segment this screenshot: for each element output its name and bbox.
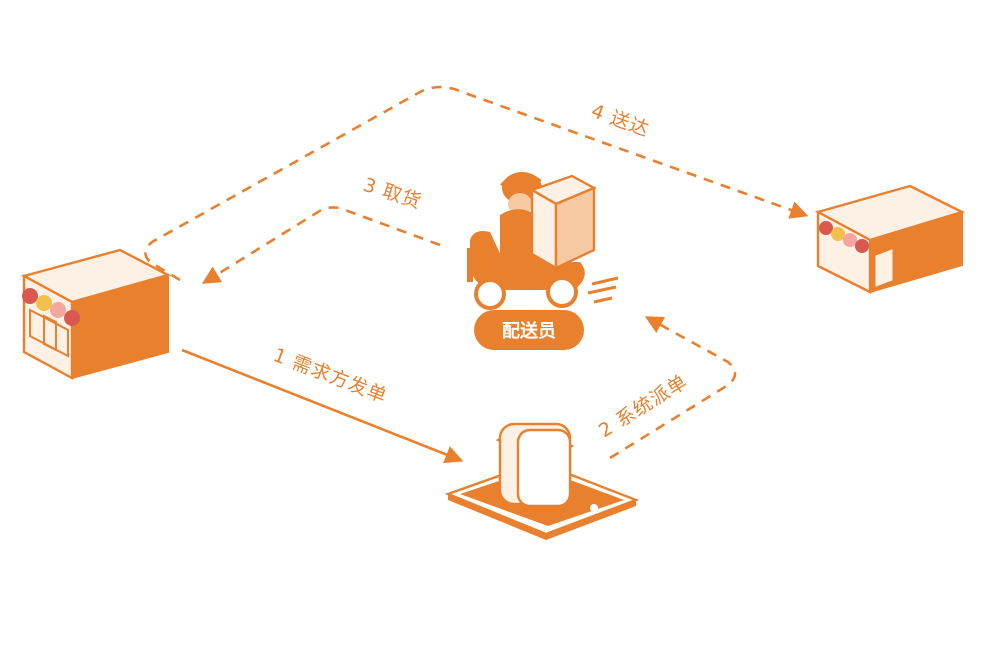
- right-shop-icon: [814, 184, 966, 294]
- courier-badge-label: 配送员: [502, 320, 556, 342]
- route-2-dispatch: [609, 316, 737, 460]
- smartphone-app-icon: [444, 422, 640, 540]
- route-3-pickup: [201, 206, 441, 284]
- route-1-place-order: [181, 348, 464, 464]
- step-1-label: 1 需求方发单: [270, 344, 390, 408]
- step-2-label: 2 系统派单: [595, 371, 692, 443]
- courier-badge: 配送员: [474, 310, 584, 350]
- left-shop-icon: [20, 248, 172, 381]
- step-4-label: 4 送达: [588, 100, 652, 141]
- courier-scooter-icon: [467, 172, 619, 310]
- route-4-deliver: [144, 85, 809, 282]
- step-3-label: 3 取货: [360, 174, 424, 214]
